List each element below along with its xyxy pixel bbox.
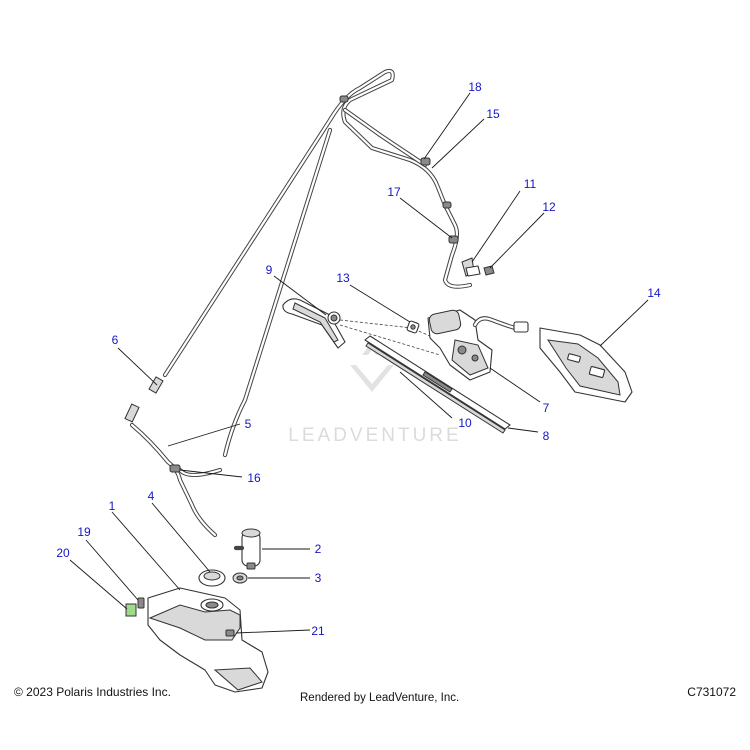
washer-hose-main xyxy=(124,68,473,538)
leader-lines xyxy=(69,92,649,634)
callout-21: 21 xyxy=(311,624,325,638)
watermark-text: LEADVENTURE xyxy=(288,425,461,446)
callout-20: 20 xyxy=(56,546,70,560)
wiper-arm xyxy=(282,298,346,349)
callout-labels: 1 2 3 4 5 6 7 8 9 10 11 12 13 14 15 16 1… xyxy=(56,80,661,638)
callout-1: 1 xyxy=(109,499,116,513)
copyright-text: © 2023 Polaris Industries Inc. xyxy=(14,685,171,699)
motor-cover xyxy=(539,327,633,403)
callout-13: 13 xyxy=(336,271,350,285)
reservoir-cap xyxy=(198,569,226,587)
watermark: LEADVENTURE xyxy=(288,342,461,446)
callout-6: 6 xyxy=(112,333,119,347)
callout-17: 17 xyxy=(387,185,401,199)
callout-12: 12 xyxy=(542,200,556,214)
callout-4: 4 xyxy=(148,489,155,503)
drawing-id: C731072 xyxy=(687,685,736,699)
callout-19: 19 xyxy=(77,525,91,539)
tank-bracket xyxy=(125,597,145,617)
callout-2: 2 xyxy=(315,542,322,556)
callout-15: 15 xyxy=(486,107,500,121)
callout-18: 18 xyxy=(468,80,482,94)
callout-3: 3 xyxy=(315,571,322,585)
callout-16: 16 xyxy=(247,471,261,485)
callout-10: 10 xyxy=(458,416,472,430)
washer-pump xyxy=(233,528,261,570)
rendered-by-text: Rendered by LeadVenture, Inc. xyxy=(300,692,460,704)
wiper-motor xyxy=(427,309,529,381)
nut xyxy=(406,320,420,334)
callout-7: 7 xyxy=(543,401,550,415)
callout-9: 9 xyxy=(266,263,273,277)
callout-8: 8 xyxy=(543,429,550,443)
grommet xyxy=(232,572,248,584)
washer-nozzle xyxy=(461,257,495,277)
callout-11: 11 xyxy=(524,177,537,191)
callout-14: 14 xyxy=(647,286,661,300)
callout-5: 5 xyxy=(245,417,252,431)
wiper-blade xyxy=(364,335,511,434)
reservoir-tank xyxy=(147,587,269,693)
